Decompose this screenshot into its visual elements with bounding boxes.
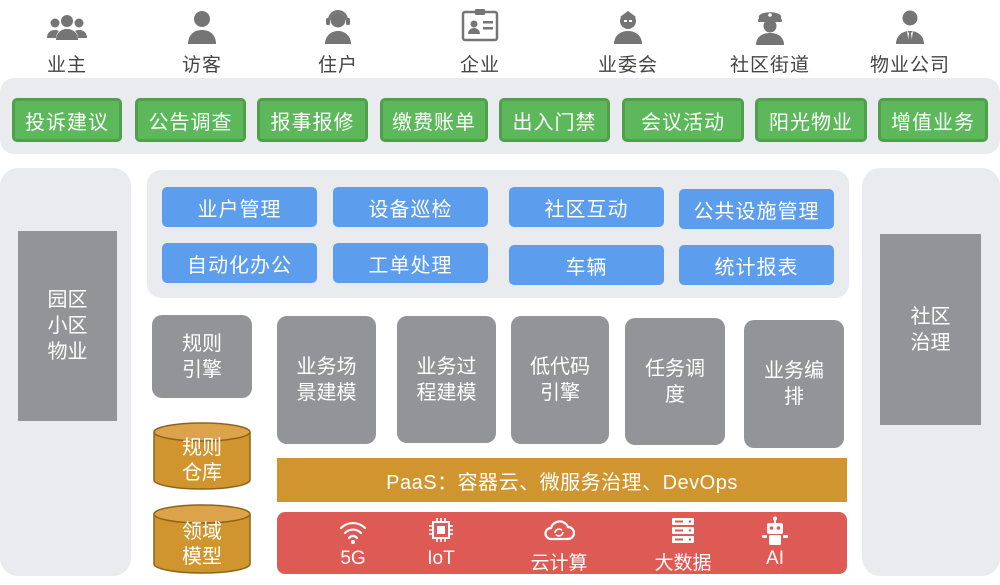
park-community-property: 园区 小区 物业 <box>18 231 117 421</box>
module-button[interactable]: 业户管理 <box>162 187 317 227</box>
role-label: 住户 <box>317 55 358 76</box>
infra-label: 大数据 <box>654 553 712 574</box>
committee-member-icon <box>614 11 642 44</box>
engine-box: 业务过 程建模 <box>397 316 496 443</box>
module-button[interactable]: 工单处理 <box>333 243 488 283</box>
domain-model-label: 领域 模型 <box>182 521 222 568</box>
infra-iot: IoT <box>401 516 481 570</box>
headset-person-icon <box>325 10 351 44</box>
module-button[interactable]: 统计报表 <box>679 245 834 285</box>
robot-icon <box>762 516 788 545</box>
paas-bar: PaaS：容器云、微服务治理、DevOps <box>277 458 847 502</box>
service-button[interactable]: 报事报修 <box>257 98 368 142</box>
role-resident: 住户 <box>283 6 393 77</box>
infra-bigdata: 大数据 <box>643 516 723 575</box>
cloud-icon <box>544 520 576 541</box>
role-enterprise: 企业 <box>425 6 535 77</box>
module-button[interactable]: 自动化办公 <box>162 243 317 283</box>
role-street: 社区街道 <box>715 6 825 77</box>
users-group-icon <box>47 15 87 40</box>
module-button[interactable]: 公共设施管理 <box>679 189 834 229</box>
id-card-icon <box>461 9 499 42</box>
infra-label: IoT <box>427 548 455 569</box>
role-property-company: 物业公司 <box>855 6 965 77</box>
role-visitor: 访客 <box>147 6 257 77</box>
infra-cloud: 云计算 <box>519 516 599 575</box>
domain-model-cylinder: 领域 模型 <box>152 504 252 574</box>
role-label: 业委会 <box>597 55 658 76</box>
community-governance: 社区 治理 <box>880 234 981 425</box>
module-button[interactable]: 设备巡检 <box>333 187 488 227</box>
rule-store-label: 规则 仓库 <box>182 437 222 484</box>
infra-label: 云计算 <box>530 553 588 574</box>
service-button[interactable]: 投诉建议 <box>12 98 122 142</box>
infra-label: AI <box>766 548 784 569</box>
role-committee: 业委会 <box>573 6 683 77</box>
role-owner: 业主 <box>12 6 122 77</box>
engine-box: 低代码 引擎 <box>511 316 609 444</box>
service-button[interactable]: 阳光物业 <box>755 98 867 142</box>
module-button[interactable]: 社区互动 <box>509 187 664 227</box>
service-button[interactable]: 缴费账单 <box>380 98 488 142</box>
infrastructure-bar: 5G IoT 云计算 大数据 <box>277 512 847 574</box>
module-button[interactable]: 车辆 <box>509 245 664 285</box>
rule-store-cylinder: 规则 仓库 <box>152 422 252 490</box>
person-icon <box>188 11 216 44</box>
engine-box: 任务调 度 <box>625 318 725 445</box>
role-label: 物业公司 <box>869 55 950 76</box>
rule-engine: 规则 引擎 <box>152 315 252 398</box>
role-label: 访客 <box>181 55 222 76</box>
service-button[interactable]: 公告调查 <box>135 98 246 142</box>
infra-label: 5G <box>340 548 366 569</box>
engine-box: 业务编 排 <box>744 320 844 448</box>
infra-5g: 5G <box>313 516 393 570</box>
service-button[interactable]: 增值业务 <box>878 98 988 142</box>
role-label: 业主 <box>46 55 87 76</box>
infra-ai: AI <box>735 516 815 570</box>
engine-box: 业务场 景建模 <box>277 316 376 444</box>
businessman-icon <box>896 10 924 44</box>
role-label: 企业 <box>459 55 500 76</box>
wifi-signal-icon <box>339 521 367 544</box>
service-button[interactable]: 会议活动 <box>622 98 744 142</box>
service-button[interactable]: 出入门禁 <box>499 98 610 142</box>
chip-icon <box>429 518 453 542</box>
server-icon <box>672 518 694 543</box>
officer-icon <box>756 12 784 45</box>
role-label: 社区街道 <box>729 55 810 76</box>
